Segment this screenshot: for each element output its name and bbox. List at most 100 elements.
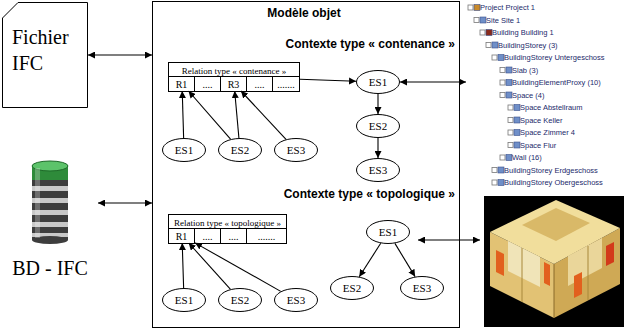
tree-item: BuildingStorey Untergeschoss: [504, 52, 626, 65]
tree-icon: [500, 155, 505, 160]
node-label: R3: [228, 78, 240, 91]
building-3d-model: [568, 238, 602, 286]
entity-ellipse: ES2: [218, 138, 262, 162]
tree-icon: [508, 117, 520, 123]
tree-icon: [492, 180, 497, 185]
tree-item: Space Keller: [520, 115, 626, 128]
connector-arrow: [98, 202, 152, 203]
tree-item: Building Building 1: [492, 27, 626, 40]
tree-icon: [492, 42, 498, 48]
node-label: Relation type « topologique »: [174, 217, 281, 229]
database-cylinder: [35, 168, 40, 238]
heading-text: Modèle objet: [153, 6, 459, 20]
database-node: BD - IFC: [2, 158, 98, 286]
connector-arrow: [395, 243, 415, 276]
connector-arrow: [88, 54, 152, 55]
tree-icon: [500, 155, 512, 161]
table-cell: R1: [169, 228, 195, 243]
table-cell: ....: [247, 76, 273, 91]
node-label: ES3: [413, 281, 431, 295]
ellipse-shape: [357, 71, 400, 94]
connector-arrow: [359, 243, 380, 276]
building-3d-model: [574, 272, 582, 298]
tree-item: BuildingElementProxy (10): [512, 77, 626, 90]
tree-icon: [480, 30, 485, 35]
entity-ellipse: ES1: [162, 138, 206, 162]
tree-icon: [468, 5, 473, 10]
building-3d-model: [522, 208, 590, 241]
tree-icon: [480, 30, 492, 36]
node-label: ....: [203, 230, 213, 243]
tree-icon: [500, 93, 505, 98]
node-label: ES1: [369, 75, 387, 89]
tree-icon: [514, 117, 520, 123]
entity-ellipse: ES3: [356, 158, 400, 182]
heading-text: Contexte type « topologique »: [153, 187, 459, 201]
connector-arrow: [400, 81, 466, 82]
tree-icon: [514, 142, 520, 148]
tree-item: Site Site 1: [486, 15, 626, 28]
node-label: ES2: [343, 281, 361, 295]
tree-item: Slab (3): [512, 65, 626, 78]
heading-text: Contexte type « contenance »: [153, 37, 459, 51]
tree-icon: [500, 80, 505, 85]
file-box: Fichier IFC: [2, 2, 88, 108]
ellipse-shape: [219, 289, 262, 312]
table-cell: ....: [221, 228, 247, 243]
building-3d-model: [484, 196, 624, 327]
connectors: [88, 55, 466, 291]
table-cell: ....: [195, 76, 221, 91]
building-3d-model: [588, 246, 589, 300]
tree-icon: [498, 55, 504, 61]
ellipse-shape: [219, 139, 262, 162]
node-label: ....: [203, 78, 213, 91]
tree-icon: [506, 92, 512, 98]
node-label: ES2: [369, 119, 387, 133]
entity-ellipse: ES3: [400, 276, 444, 300]
connector-arrow: [182, 91, 183, 138]
table-cell: ....: [195, 228, 221, 243]
tree-icon: [500, 80, 512, 86]
entity-ellipse: ES2: [330, 276, 374, 300]
connector-arrow: [241, 91, 286, 139]
tree-item: Space (4): [512, 90, 626, 103]
tree-icon: [508, 143, 513, 148]
tree-icon: [508, 118, 513, 123]
tree-icon: [500, 68, 505, 73]
ellipse-shape: [357, 159, 400, 182]
tree-icon: [492, 180, 504, 186]
building-3d-model: [606, 242, 614, 266]
tree-icon: [508, 142, 520, 148]
node-label: ES3: [287, 143, 305, 157]
node-label: ....: [255, 78, 265, 91]
node-label: ....: [229, 230, 239, 243]
table-cell: R3: [221, 76, 247, 91]
table-cell: R1: [169, 76, 195, 91]
entity-ellipse: ES2: [356, 114, 400, 138]
building-3d-model: [496, 250, 504, 276]
tree-icon: [492, 55, 504, 61]
tree-icon: [508, 130, 513, 135]
tree-icon: [492, 55, 497, 60]
ellipse-shape: [163, 289, 206, 312]
ellipse-shape: [357, 115, 400, 138]
tree-item: Space Flur: [520, 140, 626, 153]
relation-table: R1....R3...........Relation type « conte…: [168, 62, 300, 92]
node-label: BD - IFC: [2, 158, 98, 280]
connector-arrow: [189, 91, 231, 139]
entity-ellipse: ES3: [274, 288, 318, 312]
connector-arrow: [182, 243, 183, 288]
tree-icon: [486, 43, 491, 48]
tree-icon: [508, 105, 520, 111]
ellipse-shape: [275, 289, 318, 312]
tree-icon: [500, 67, 512, 73]
tree-icon: [506, 155, 512, 161]
tree-icon: [514, 105, 520, 111]
entity-ellipse: ES1: [356, 70, 400, 94]
tree-item: BuildingStorey (3): [498, 40, 626, 53]
tree-icon: [492, 167, 504, 173]
tree-icon: [500, 92, 512, 98]
connector-arrow: [189, 243, 231, 289]
tree-icon: [492, 168, 497, 173]
